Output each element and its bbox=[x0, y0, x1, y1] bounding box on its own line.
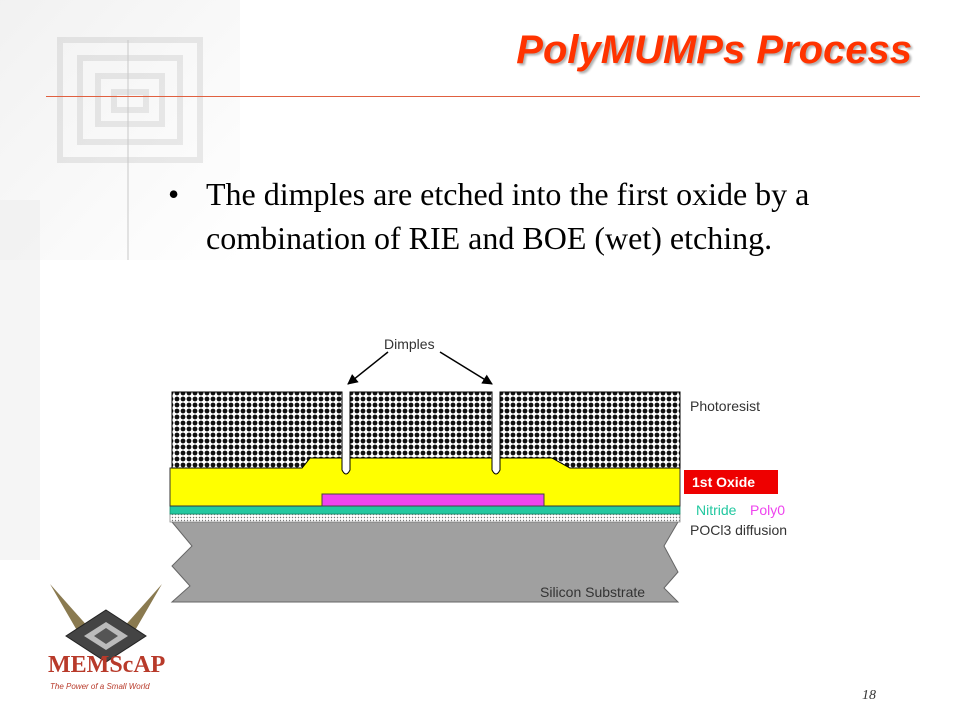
bullet-point: • The dimples are etched into the first … bbox=[168, 172, 848, 260]
nitride-label: Nitride bbox=[696, 502, 737, 518]
bullet-dot: • bbox=[168, 176, 180, 212]
photoresist-label: Photoresist bbox=[690, 398, 761, 414]
silicon-substrate bbox=[170, 521, 680, 603]
poci3-label: POCl3 diffusion bbox=[690, 522, 788, 538]
bullet-text: The dimples are etched into the first ox… bbox=[206, 176, 810, 256]
dimples-label: Dimples bbox=[384, 336, 435, 352]
photoresist-block-middle bbox=[349, 391, 493, 459]
poly0-layer bbox=[321, 493, 545, 507]
page-number: 18 bbox=[862, 688, 876, 703]
first-oxide-label: 1st Oxide bbox=[684, 470, 778, 494]
logo-wordmark: MEMScAP bbox=[48, 652, 166, 678]
poci3-layer bbox=[169, 513, 681, 523]
memscap-logo-icon bbox=[50, 584, 162, 663]
title-divider bbox=[46, 96, 920, 97]
poly0-label: Poly0 bbox=[750, 502, 786, 518]
slide-title: PolyMUMPs Process bbox=[516, 28, 912, 72]
nitride-layer bbox=[169, 505, 681, 515]
dimple-right bbox=[491, 392, 501, 475]
dimple-arrow-left bbox=[347, 351, 389, 385]
logo-tagline: The Power of a Small World bbox=[50, 682, 150, 691]
dimple-arrow-right bbox=[439, 351, 493, 385]
photoresist-block-left bbox=[171, 391, 343, 469]
substrate-label: Silicon Substrate bbox=[540, 584, 646, 600]
photoresist-block-right bbox=[499, 391, 681, 469]
dimple-left bbox=[341, 392, 351, 475]
